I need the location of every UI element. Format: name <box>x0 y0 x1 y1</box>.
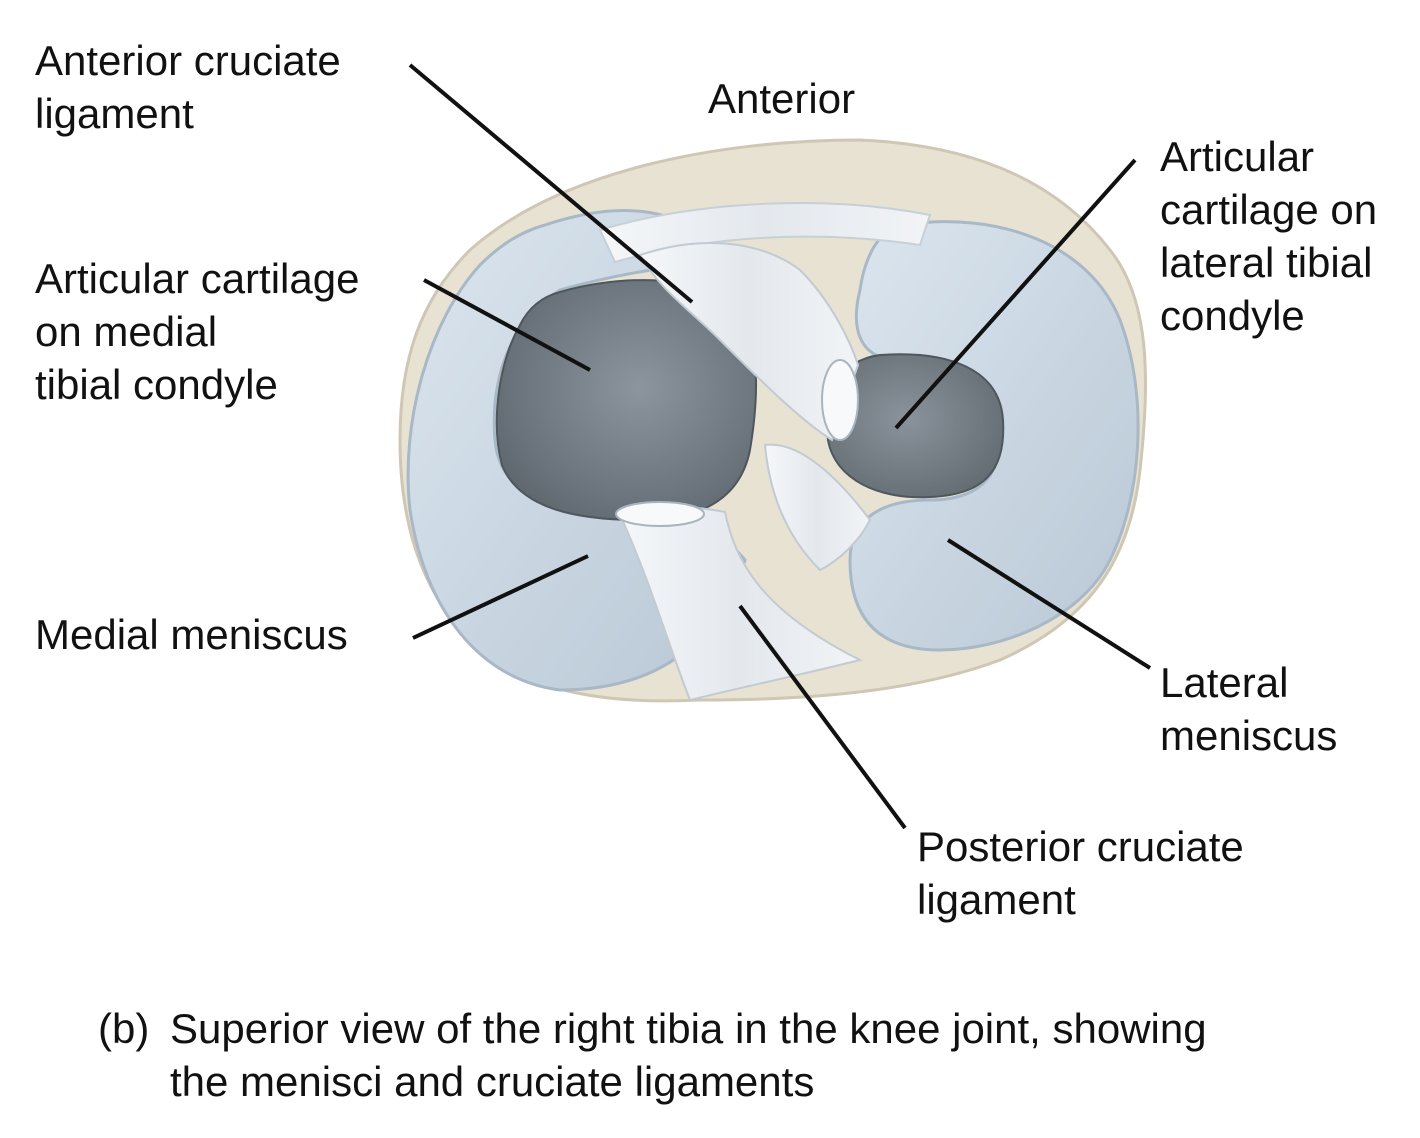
label-lateral-meniscus: Lateral meniscus <box>1160 659 1338 759</box>
meniscofemoral-band <box>763 443 872 572</box>
label-pcl: Posterior cruciate ligament <box>917 823 1244 923</box>
label-articular-cartilage-lateral: Articular cartilage on lateral tibial co… <box>1160 133 1378 339</box>
caption-prefix: (b) <box>98 1005 150 1052</box>
figure-caption: (b) Superior view of the right tibia in t… <box>98 1002 1207 1108</box>
label-acl: Anterior cruciate ligament <box>35 37 341 137</box>
leader-cart-lateral <box>894 158 1137 430</box>
leader-medial-meniscus <box>412 554 589 640</box>
leader-pcl <box>738 604 907 830</box>
label-articular-cartilage-medial: Articular cartilage on medial tibial con… <box>35 255 360 408</box>
leader-lateral-meniscus <box>946 538 1152 670</box>
caption-line-2: the menisci and cruciate ligaments <box>170 1058 815 1105</box>
acl-shape <box>638 242 860 442</box>
leader-acl <box>408 63 694 304</box>
acl-cut-end <box>821 359 859 441</box>
label-medial-meniscus: Medial meniscus <box>35 611 348 658</box>
leader-cart-medial <box>423 278 591 372</box>
pcl-cut-end <box>615 501 705 527</box>
leader-lines <box>408 63 1152 830</box>
label-anterior: Anterior <box>708 75 856 122</box>
caption-line-1: Superior view of the right tibia in the … <box>170 1005 1207 1052</box>
pcl-shape <box>618 506 863 702</box>
